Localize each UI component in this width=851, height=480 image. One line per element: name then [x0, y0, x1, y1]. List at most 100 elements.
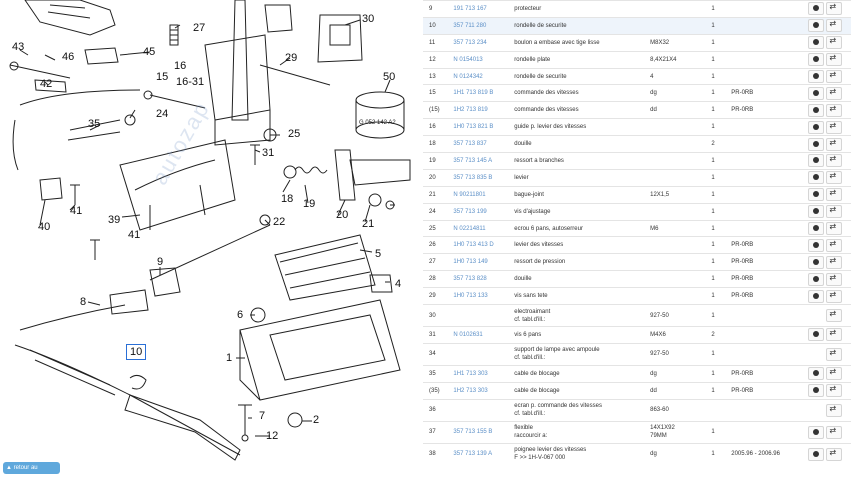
- info-icon[interactable]: [808, 53, 825, 67]
- part-reference-link[interactable]: 357 713 155 B: [451, 420, 513, 444]
- callout-43[interactable]: 43: [12, 41, 25, 53]
- callout-19[interactable]: 19: [303, 198, 316, 210]
- part-reference-link[interactable]: 1H2 713 303: [451, 381, 513, 400]
- swap-icon[interactable]: [826, 205, 843, 219]
- swap-icon[interactable]: [826, 447, 843, 461]
- part-reference-link[interactable]: 357 713 835 B: [451, 168, 513, 187]
- swap-icon[interactable]: [826, 367, 843, 381]
- info-icon[interactable]: [808, 70, 825, 83]
- swap-icon[interactable]: [826, 137, 843, 151]
- part-reference-link[interactable]: 1H0 713 821 B: [451, 118, 513, 136]
- callout-16[interactable]: 16: [174, 60, 187, 72]
- back-to-top-button[interactable]: ▲ retour au sommet: [3, 462, 60, 480]
- info-icon[interactable]: [808, 328, 825, 342]
- info-icon[interactable]: [808, 205, 825, 219]
- callout-21[interactable]: 21: [362, 218, 375, 230]
- callout-30[interactable]: 30: [362, 13, 375, 25]
- part-reference-link[interactable]: [451, 304, 513, 327]
- swap-icon[interactable]: [826, 120, 843, 134]
- callout-25[interactable]: 25: [288, 128, 301, 140]
- info-icon[interactable]: [808, 2, 825, 16]
- callout-31[interactable]: 31: [262, 147, 275, 159]
- callout-41-a[interactable]: 41: [70, 205, 83, 217]
- info-icon[interactable]: [808, 137, 825, 151]
- swap-icon[interactable]: [826, 255, 843, 269]
- part-reference-link[interactable]: N 0154013: [451, 50, 513, 69]
- info-icon[interactable]: [808, 188, 825, 202]
- swap-icon[interactable]: [826, 347, 843, 361]
- swap-icon[interactable]: [826, 70, 843, 83]
- swap-icon[interactable]: [826, 222, 843, 236]
- info-icon[interactable]: [808, 272, 825, 286]
- part-reference-link[interactable]: 1H1 713 303: [451, 364, 513, 383]
- part-reference-link[interactable]: 1H0 713 149: [451, 253, 513, 271]
- info-icon[interactable]: [808, 103, 825, 117]
- swap-icon[interactable]: [826, 154, 843, 168]
- part-reference-link[interactable]: 357 713 199: [451, 202, 513, 221]
- swap-icon[interactable]: [826, 36, 843, 50]
- callout-7[interactable]: 7: [259, 410, 266, 422]
- callout-10-selected[interactable]: 10: [126, 344, 147, 360]
- info-icon[interactable]: [808, 447, 825, 461]
- callout-15[interactable]: 15: [156, 71, 169, 83]
- swap-icon[interactable]: [826, 384, 843, 398]
- part-reference-link[interactable]: 1H0 713 133: [451, 287, 513, 305]
- info-icon[interactable]: [808, 36, 825, 50]
- swap-icon[interactable]: [826, 86, 843, 100]
- info-icon[interactable]: [808, 86, 825, 100]
- callout-1[interactable]: 1: [226, 352, 233, 364]
- swap-icon[interactable]: [826, 425, 843, 439]
- swap-icon[interactable]: [826, 19, 843, 33]
- swap-icon[interactable]: [826, 53, 843, 67]
- swap-icon[interactable]: [826, 238, 843, 252]
- swap-icon[interactable]: [826, 309, 843, 323]
- callout-39[interactable]: 39: [108, 214, 121, 226]
- part-reference-link[interactable]: [451, 398, 513, 422]
- swap-icon[interactable]: [826, 403, 843, 417]
- callout-29[interactable]: 29: [285, 52, 298, 64]
- callout-35[interactable]: 35: [88, 118, 101, 130]
- swap-icon[interactable]: [826, 328, 843, 342]
- callout-50[interactable]: 50: [383, 71, 396, 83]
- callout-22[interactable]: 22: [273, 216, 286, 228]
- part-reference-link[interactable]: 191 713 167: [451, 0, 513, 18]
- callout-4[interactable]: 4: [395, 278, 402, 290]
- part-reference-link[interactable]: [451, 342, 513, 366]
- callout-16-31[interactable]: 16-31: [176, 76, 205, 88]
- part-reference-link[interactable]: 357 713 837: [451, 135, 513, 153]
- callout-40[interactable]: 40: [38, 221, 51, 233]
- callout-45[interactable]: 45: [143, 46, 156, 58]
- callout-41-b[interactable]: 41: [128, 229, 141, 241]
- part-reference-link[interactable]: N 0124342: [451, 67, 513, 85]
- info-icon[interactable]: [808, 289, 825, 303]
- swap-icon[interactable]: [826, 188, 843, 202]
- info-icon[interactable]: [808, 367, 825, 381]
- part-reference-link[interactable]: 1H1 713 819 B: [451, 84, 513, 102]
- part-reference-link[interactable]: N 02214811: [451, 219, 513, 237]
- callout-8[interactable]: 8: [80, 296, 87, 308]
- part-reference-link[interactable]: 357 711 280: [451, 16, 513, 35]
- callout-2[interactable]: 2: [313, 414, 320, 426]
- part-reference-link[interactable]: 357 713 139 A: [451, 442, 513, 466]
- callout-24[interactable]: 24: [156, 108, 169, 120]
- part-reference-link[interactable]: 1H2 713 819: [451, 101, 513, 119]
